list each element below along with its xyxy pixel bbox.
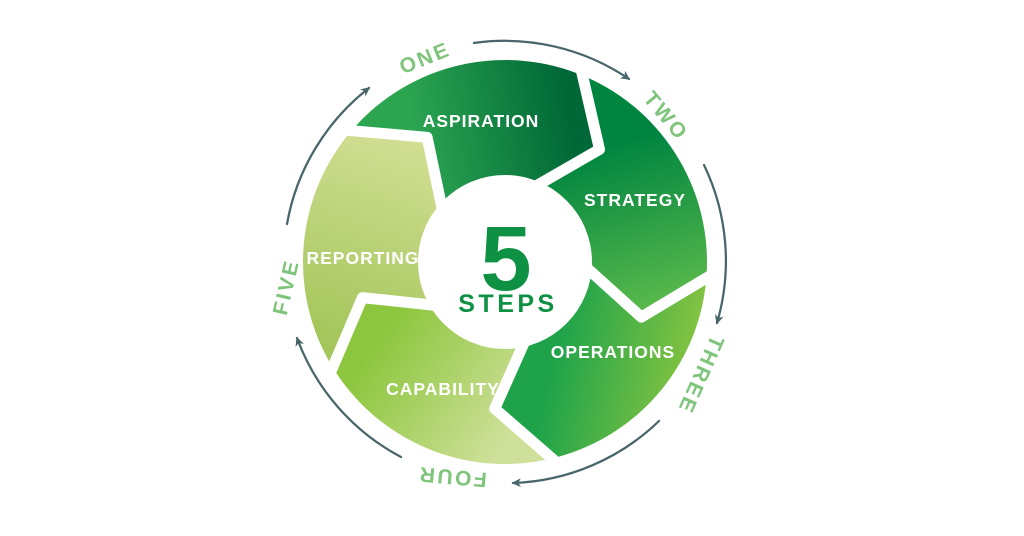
center-number: 5 (480, 208, 531, 310)
segment-label-strategy: STRATEGY (584, 190, 686, 210)
arrow-one-to-two (472, 39, 631, 81)
segment-label-operations: OPERATIONS (551, 342, 675, 362)
segment-label-aspiration: ASPIRATION (423, 111, 540, 131)
segment-labels: ASPIRATION STRATEGY OPERATIONS CAPABILIT… (306, 111, 686, 399)
step-number-four: FOUR (416, 462, 487, 491)
segment-reporting (303, 134, 439, 372)
arrow-three-to-four (511, 419, 661, 488)
segment-aspiration (348, 60, 600, 208)
segment-capability (335, 297, 558, 464)
arrow-four-to-five (295, 336, 403, 459)
arrow-two-to-three (702, 163, 727, 325)
segment-strategy (535, 73, 707, 318)
arrow-five-to-one (285, 86, 371, 226)
segment-label-capability: CAPABILITY (386, 379, 500, 399)
center-label: STEPS (458, 290, 557, 318)
center-circle (418, 175, 592, 349)
cycle-direction-arrows (285, 39, 727, 488)
step-number-five: FIVE (269, 257, 304, 317)
segment-divider-channels (323, 60, 721, 471)
segment-label-reporting: REPORTING (306, 248, 419, 268)
